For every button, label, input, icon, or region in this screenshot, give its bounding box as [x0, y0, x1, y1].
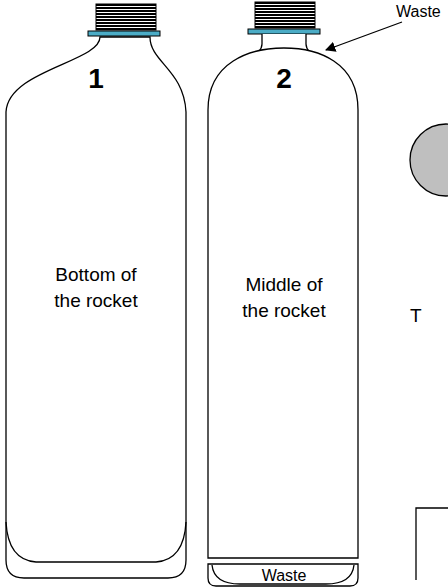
- bottle-collar: [248, 29, 320, 34]
- cap-outline: [255, 2, 315, 28]
- part-number: 1: [66, 60, 126, 98]
- part-label: Waste: [224, 565, 344, 587]
- thread-stroke: [255, 5, 315, 7]
- thread-stroke: [96, 10, 156, 12]
- thread-stroke: [96, 25, 156, 27]
- thread-stroke: [255, 14, 315, 16]
- thread-stroke: [96, 13, 156, 15]
- outline-stroke: [208, 564, 358, 586]
- part-label: Middle of the rocket: [231, 272, 337, 323]
- outline-stroke: [6, 522, 186, 562]
- part-label: Bottom of the rocket: [43, 262, 149, 313]
- screw-threads: [96, 2, 315, 30]
- bottle-collar: [88, 31, 160, 36]
- leader-arrow: [326, 22, 402, 50]
- cap-outline: [96, 4, 156, 30]
- partial-circle: [410, 124, 448, 196]
- cut-bottom-piece: Waste: [206, 562, 362, 588]
- thread-stroke: [96, 19, 156, 21]
- bottle-middle-part: 2Middle of the rocket: [206, 46, 362, 560]
- partial-label: T: [410, 305, 422, 327]
- partial-outline: [416, 508, 448, 580]
- part-number: 2: [254, 60, 314, 98]
- thread-stroke: [255, 20, 315, 22]
- thread-stroke: [96, 7, 156, 9]
- thread-stroke: [255, 17, 315, 19]
- thread-stroke: [255, 11, 315, 13]
- waste-label: Waste: [396, 3, 441, 21]
- thread-stroke: [96, 16, 156, 18]
- thread-stroke: [255, 23, 315, 25]
- outline-stroke: [6, 37, 186, 578]
- outline-stroke: [208, 48, 358, 558]
- thread-stroke: [255, 8, 315, 10]
- thread-stroke: [96, 22, 156, 24]
- bottle-bottom-part: 1Bottom of the rocket: [5, 36, 187, 582]
